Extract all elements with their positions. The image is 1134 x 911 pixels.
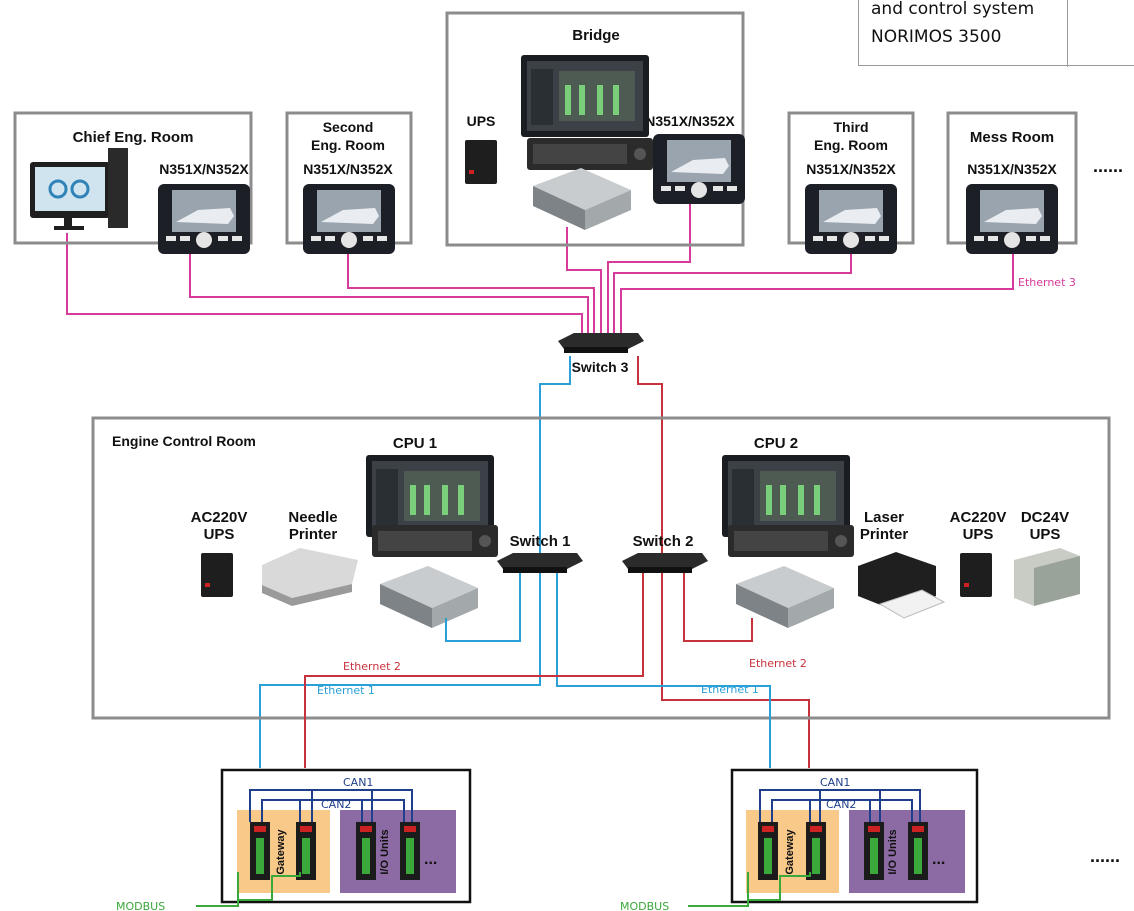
left-gateway-module-1 <box>250 822 270 880</box>
bridge-room: Bridge UPS N351X/N352X <box>445 11 745 247</box>
ethernet1-trunk-left <box>259 356 571 768</box>
right-gateway-module-1 <box>758 822 778 880</box>
chief-eng-room-title: Chief Eng. Room <box>73 129 194 146</box>
bridge-monitor-icon <box>521 55 649 137</box>
left-can1-label: CAN1 <box>343 776 373 789</box>
right-modbus-label: MODBUS <box>620 900 669 911</box>
ac-ups-right-label-1: AC220V <box>950 509 1007 526</box>
second-room-title-1: Second <box>323 119 374 135</box>
second-eng-room: Second Eng. Room N351X/N352X <box>285 111 413 254</box>
more-rooms-ellipsis: ...... <box>1093 156 1123 176</box>
cpu1-label: CPU 1 <box>393 435 437 452</box>
third-room-title-2: Eng. Room <box>814 137 888 153</box>
ecr-links <box>304 573 771 768</box>
ac-ups-left-icon <box>201 553 233 597</box>
mess-room: Mess Room N351X/N352X <box>946 111 1078 254</box>
left-io-label: I/O Units <box>379 829 391 874</box>
switch1-icon <box>497 553 583 573</box>
cpu2-label: CPU 2 <box>754 435 798 452</box>
bridge-ups-label: UPS <box>467 113 496 129</box>
left-gateway-label: Gateway <box>275 828 287 874</box>
switch3-icon <box>558 333 644 353</box>
third-panel-icon <box>805 184 897 254</box>
cpu2-box-pc-icon <box>736 566 834 628</box>
third-eng-room: Third Eng. Room N351X/N352X <box>787 111 915 254</box>
mess-room-title: Mess Room <box>970 129 1054 146</box>
needle-printer-label-1: Needle <box>288 509 337 526</box>
more-cabinets-ellipsis: ...... <box>1090 846 1120 866</box>
mess-device-label: N351X/N352X <box>967 161 1057 177</box>
left-can2-label: CAN2 <box>321 798 351 811</box>
cpu1-monitor-icon <box>366 455 494 537</box>
bridge-panel-icon <box>653 134 745 204</box>
ethernet1-left-label: Ethernet 1 <box>317 684 375 697</box>
bridge-box-pc-icon <box>533 168 631 230</box>
switch1-label: Switch 1 <box>510 533 571 550</box>
right-more-modules: ... <box>932 851 945 868</box>
needle-printer-icon <box>262 548 358 606</box>
left-modbus-link <box>196 872 301 907</box>
second-panel-icon <box>303 184 395 254</box>
left-more-modules: ... <box>424 851 437 868</box>
laser-printer-label-2: Printer <box>860 526 909 543</box>
laser-printer-icon <box>858 552 946 619</box>
ethernet2-left-label: Ethernet 2 <box>343 660 401 673</box>
chief-device-label: N351X/N352X <box>159 161 249 177</box>
system-title-box: and control system NORIMOS 3500 <box>858 0 1134 67</box>
left-gateway-module-2 <box>296 822 316 880</box>
cpu2-keyboard-icon <box>728 525 854 557</box>
third-device-label: N351X/N352X <box>806 161 896 177</box>
switch3-label: Switch 3 <box>572 359 629 375</box>
title-line-2: NORIMOS 3500 <box>871 27 1002 47</box>
switch2-icon <box>622 553 708 573</box>
cpu2-monitor-icon <box>722 455 850 537</box>
ecr-title: Engine Control Room <box>112 433 256 449</box>
right-can1-label: CAN1 <box>820 776 850 789</box>
bridge-keyboard-icon <box>527 138 653 170</box>
bridge-device-label: N351X/N352X <box>645 113 735 129</box>
dc-ups-icon <box>1014 548 1080 606</box>
left-cabinet: CAN1 CAN2 Gateway I/O Units ... MODBUS <box>116 768 472 911</box>
second-room-title-2: Eng. Room <box>311 137 385 153</box>
title-line-1: and control system <box>871 0 1035 19</box>
left-io-module-2 <box>400 822 420 880</box>
right-gateway-module-2 <box>806 822 826 880</box>
engine-control-room: Engine Control Room CPU 1 CPU 2 AC220V U… <box>91 416 1111 720</box>
ac-ups-left-label-1: AC220V <box>191 509 248 526</box>
ethernet1-right-label: Ethernet 1 <box>701 683 759 696</box>
right-can2-label: CAN2 <box>826 798 856 811</box>
laser-printer-label-1: Laser <box>864 509 904 526</box>
switch2-label: Switch 2 <box>633 533 694 550</box>
left-modbus-label: MODBUS <box>116 900 165 911</box>
ac-ups-right-icon <box>960 553 992 597</box>
ac-ups-left-label-2: UPS <box>204 526 235 543</box>
pc-monitor-icon <box>30 148 128 230</box>
bridge-ups-icon <box>465 140 497 184</box>
right-gateway-label: Gateway <box>784 828 796 874</box>
right-cabinet: CAN1 CAN2 Gateway I/O Units ... MODBUS <box>620 768 979 911</box>
right-io-module-1 <box>864 822 884 880</box>
chief-eng-room: Chief Eng. Room N351X/N352X <box>13 111 253 254</box>
dc-ups-label-2: UPS <box>1030 526 1061 543</box>
needle-printer-label-2: Printer <box>289 526 338 543</box>
dc-ups-label-1: DC24V <box>1021 509 1069 526</box>
cpu1-keyboard-icon <box>372 525 498 557</box>
third-room-title-1: Third <box>834 119 869 135</box>
ethernet2-right-label: Ethernet 2 <box>749 657 807 670</box>
ethernet3-label: Ethernet 3 <box>1018 276 1076 289</box>
ac-ups-right-label-2: UPS <box>963 526 994 543</box>
right-modbus-link <box>688 872 811 907</box>
left-io-module-1 <box>356 822 376 880</box>
mess-panel-icon <box>966 184 1058 254</box>
title-box-divider <box>1067 0 1068 67</box>
chief-panel-icon <box>158 184 250 254</box>
right-io-label: I/O Units <box>887 829 899 874</box>
cpu1-box-pc-icon <box>380 566 478 628</box>
ethernet2-trunk-right <box>637 356 810 768</box>
right-io-module-2 <box>908 822 928 880</box>
second-device-label: N351X/N352X <box>303 161 393 177</box>
bridge-title: Bridge <box>572 27 620 44</box>
